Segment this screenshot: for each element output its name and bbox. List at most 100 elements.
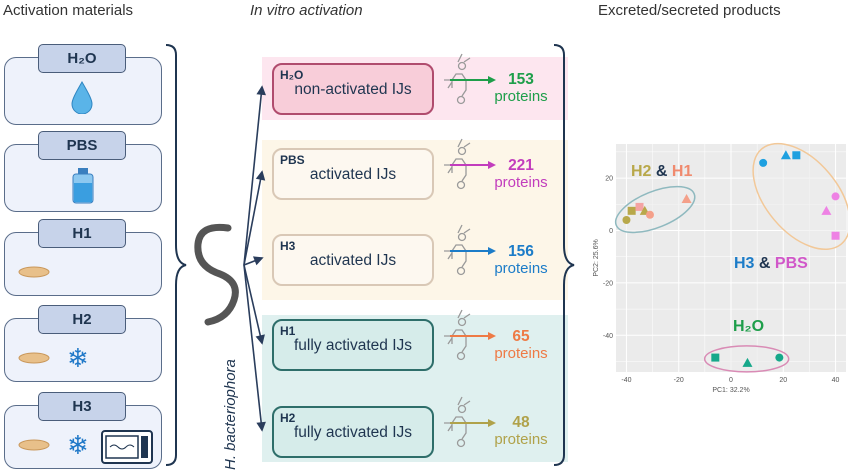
arrow-4 — [243, 264, 263, 431]
count: 153 — [508, 71, 534, 88]
data-point-circle — [759, 158, 768, 167]
product-arrowhead — [488, 332, 496, 340]
arrow-3 — [243, 264, 263, 344]
molecule-icon — [444, 396, 496, 448]
right-bracket — [553, 44, 575, 466]
header-products: Excreted/secreted products — [598, 2, 781, 19]
microwave-icon — [101, 430, 153, 464]
box-text: activated IJs — [309, 166, 397, 183]
count: 221 — [508, 157, 534, 174]
data-point-square — [792, 151, 801, 160]
worm-icon — [194, 223, 239, 326]
cluster-ellipse-h3-pbs — [752, 142, 848, 250]
header-activation-materials: Activation materials — [3, 2, 134, 19]
cluster-label-part: PBS — [774, 255, 808, 272]
cluster-ellipse-h2o — [703, 345, 790, 373]
cluster-label-part: H3 — [734, 255, 755, 272]
x-tick-label: 20 — [779, 377, 787, 384]
product-arrowhead — [488, 161, 496, 169]
x-tick-label: -20 — [674, 377, 684, 384]
count: 156 — [508, 243, 534, 260]
arrowhead-1 — [255, 170, 266, 181]
arrowhead-0 — [256, 85, 266, 96]
cluster-label-part: & — [754, 255, 775, 272]
larva-icon — [18, 352, 50, 364]
arrow-1 — [243, 171, 263, 266]
x-axis-label: PC1: 32.2% — [712, 387, 749, 394]
x-tick-label: -40 — [621, 377, 631, 384]
molecule-icon — [444, 138, 496, 190]
y-tick-label: -40 — [603, 333, 613, 340]
molecule-icon — [444, 53, 496, 105]
material-tab-pbs: PBS — [38, 131, 126, 160]
product-arrowhead — [488, 76, 496, 84]
count: 48 — [512, 414, 530, 431]
activation-box-pbs: PBS activated IJs — [272, 148, 434, 200]
data-point-circle — [622, 216, 631, 224]
unit: proteins — [494, 345, 548, 362]
material-tab-h2: H2 — [38, 305, 126, 334]
box-tag: H2 — [280, 411, 296, 425]
box-tag: H1 — [280, 324, 296, 338]
material-tab-h2o: H₂O — [38, 44, 126, 73]
y-tick-label: 0 — [609, 228, 613, 235]
arrowhead-2 — [252, 256, 264, 266]
molecule-icon — [444, 309, 496, 361]
y-tick-label: -20 — [603, 280, 613, 287]
unit: proteins — [494, 431, 548, 448]
material-tab-h1: H1 — [38, 219, 126, 248]
data-point-triangle — [742, 357, 753, 367]
data-point-square — [635, 202, 644, 211]
snowflake-icon: ❄ — [67, 343, 89, 373]
activation-box-h3: H3 activated IJs — [272, 234, 434, 286]
box-text: fully activated IJs — [293, 337, 413, 354]
x-tick-label: 0 — [729, 377, 733, 384]
box-text: non-activated IJs — [294, 81, 412, 98]
header-in-vitro-activation: In vitro activation — [250, 2, 363, 19]
material-tab-h3: H3 — [38, 392, 126, 421]
cluster-ellipse-h2-h1 — [614, 185, 696, 234]
cluster-label: H3 & PBS — [734, 255, 808, 273]
data-point-circle — [831, 192, 840, 201]
cluster-label-part: & — [651, 163, 672, 180]
box-text: fully activated IJs — [293, 424, 413, 441]
unit: proteins — [494, 174, 548, 191]
data-point-circle — [775, 353, 784, 362]
x-tick-label: 40 — [832, 377, 840, 384]
data-point-square — [711, 353, 720, 362]
cluster-label-part: H₂O — [733, 318, 765, 335]
data-point-square — [831, 231, 840, 240]
larva-icon — [18, 439, 50, 451]
y-tick-label: 20 — [605, 176, 613, 183]
count: 65 — [512, 328, 530, 345]
molecule-icons — [444, 53, 496, 448]
box-tag: PBS — [280, 153, 305, 167]
bottle-icon — [72, 168, 94, 204]
box-tag: H₂O — [280, 68, 304, 82]
data-point-circle — [645, 210, 654, 219]
y-axis-label: PC2: 25.6% — [593, 239, 600, 276]
data-point-square — [627, 206, 636, 215]
left-bracket — [165, 44, 187, 466]
unit: proteins — [494, 260, 548, 277]
water-drop-icon — [71, 81, 93, 114]
box-text: activated IJs — [309, 252, 397, 269]
larva-icon — [18, 266, 50, 278]
data-point-triangle — [780, 150, 791, 160]
arrowhead-3 — [255, 334, 265, 345]
product-arrowhead — [488, 419, 496, 427]
cluster-label-part: H1 — [671, 163, 693, 180]
box-tag: H3 — [280, 239, 296, 253]
cluster-label-part: H2 — [631, 163, 652, 180]
activation-arrows — [243, 85, 266, 432]
